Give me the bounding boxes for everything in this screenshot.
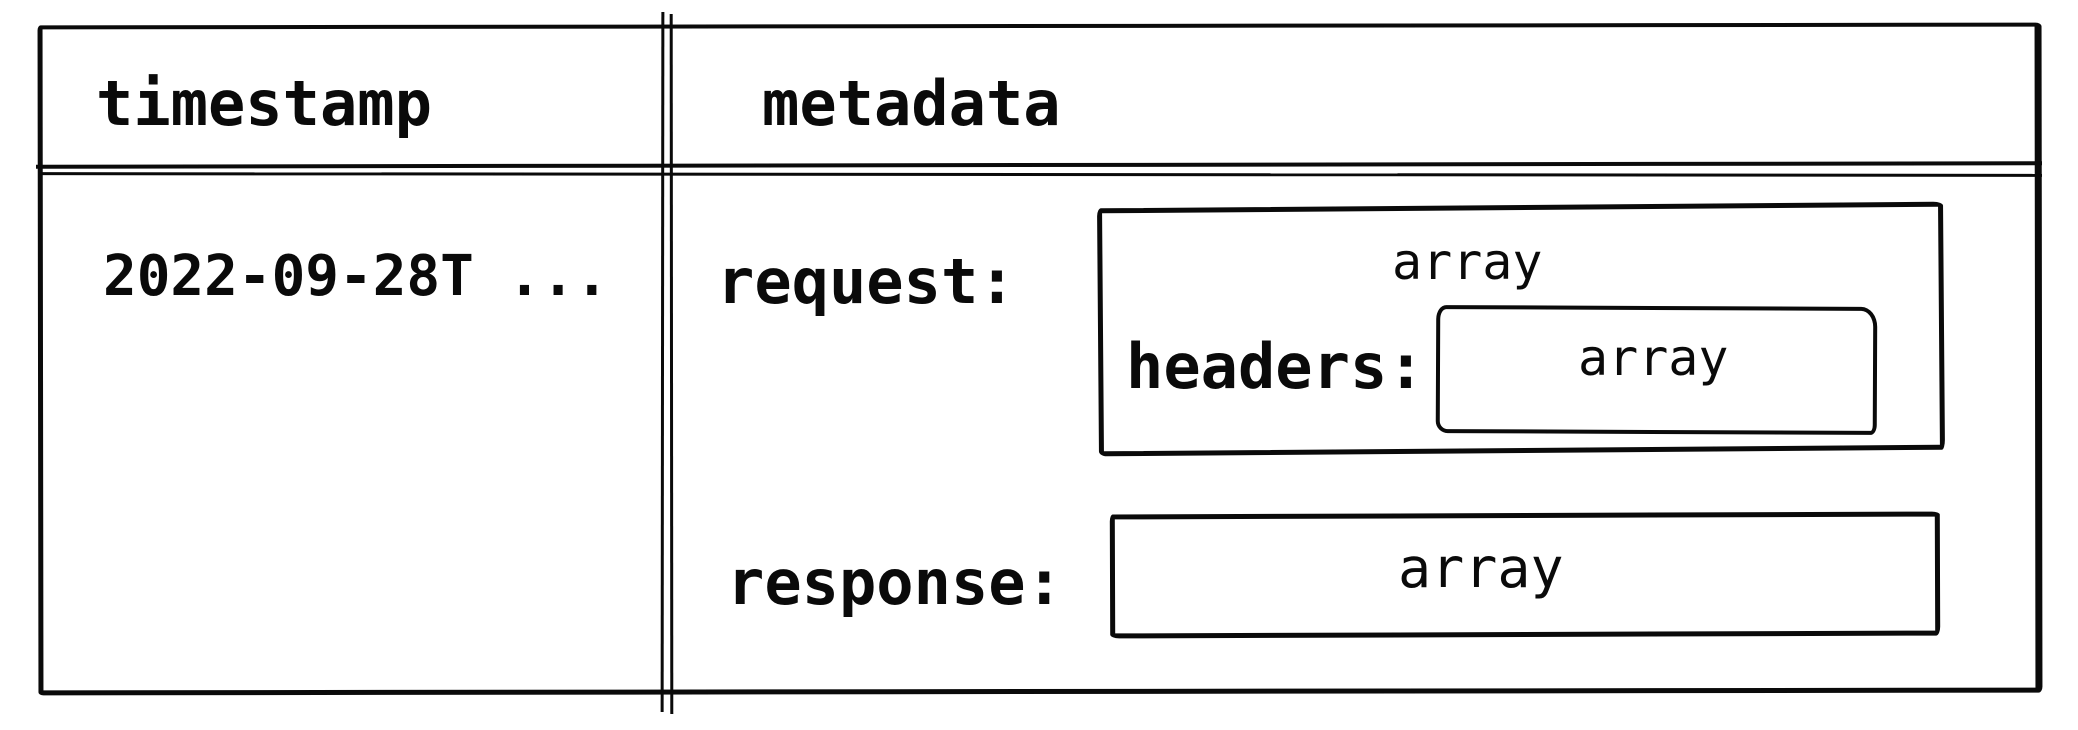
column-header-timestamp: timestamp bbox=[96, 67, 432, 140]
column-header-metadata: metadata bbox=[762, 67, 1061, 140]
request-array-type-label: array bbox=[1392, 233, 1543, 291]
request-field-label: request: bbox=[717, 245, 1016, 318]
column-divider-line-2 bbox=[669, 13, 674, 715]
headers-array-type-label: array bbox=[1578, 329, 1729, 387]
response-field-label: response: bbox=[727, 546, 1063, 619]
timestamp-cell-value: 2022-09-28T ... bbox=[103, 244, 609, 309]
headers-field-label: headers: bbox=[1126, 330, 1425, 403]
response-array-type-label: array bbox=[1398, 536, 1564, 600]
